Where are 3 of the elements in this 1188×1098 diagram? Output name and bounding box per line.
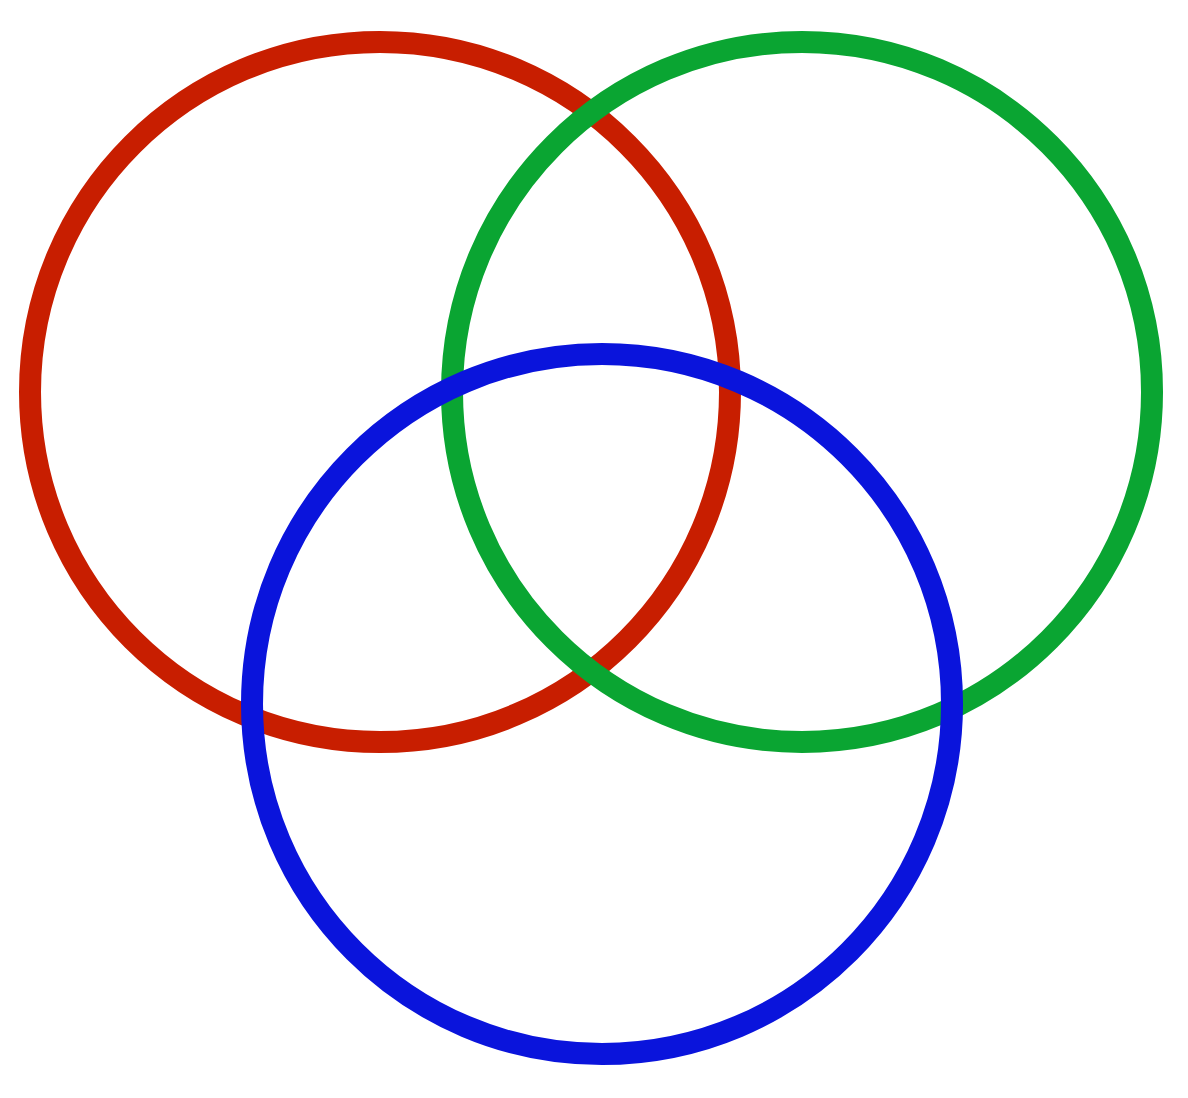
- ring: [19, 30, 741, 753]
- ring: [241, 343, 963, 1065]
- ring: [441, 30, 1163, 753]
